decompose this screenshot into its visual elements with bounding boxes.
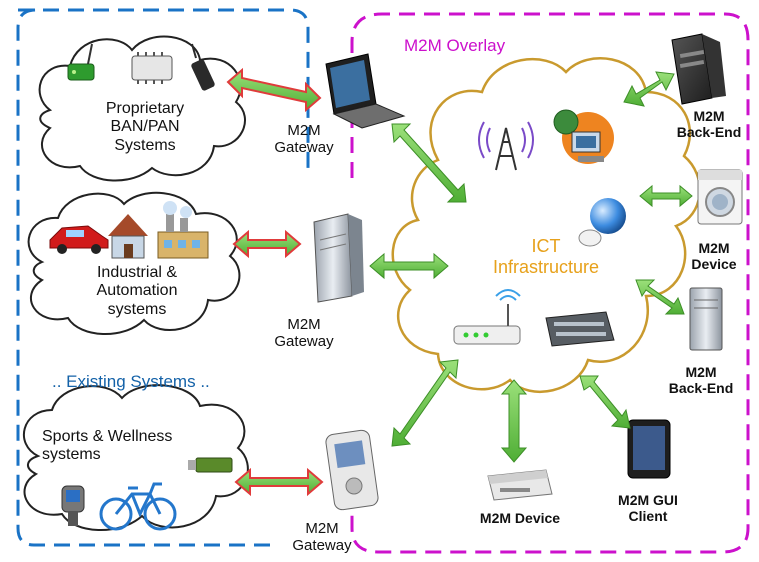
m2m-link-handheld-ict [391, 359, 459, 447]
network-workstation-icon [553, 109, 614, 164]
handheld-gateway-icon [325, 429, 379, 511]
device-right-line-1: M2M [698, 240, 730, 256]
wifi-router-icon [453, 289, 521, 345]
sensor-mote-icon [67, 43, 95, 81]
gateway-top-line-2: Gateway [274, 139, 334, 157]
rack-device-icon [487, 469, 553, 501]
usb-stick-icon [188, 457, 233, 473]
m2m-link-backend-bottom [635, 279, 685, 315]
proprietary-line-2: BAN/PAN [110, 118, 180, 136]
backend-bottom-line-1: M2M [685, 364, 717, 380]
gui-client-line-1: M2M GUI [618, 492, 678, 508]
backend-bottom-label: M2M Back-End [656, 364, 746, 396]
laptop-gateway-icon [325, 53, 406, 129]
sports-line-1: Sports & Wellness [42, 428, 173, 445]
proprietary-cloud-label: Proprietary BAN/PAN Systems [70, 100, 220, 155]
gateway-top-line-1: M2M [287, 122, 321, 139]
backend-bottom-line-2: Back-End [668, 380, 734, 397]
m2m-link-backend-top [623, 71, 675, 107]
washing-machine-icon [697, 169, 743, 225]
server-gateway-icon [313, 213, 364, 303]
industrial-line-2: Automation [96, 282, 178, 300]
legacy-link-proprietary [226, 67, 322, 113]
house-icon [108, 214, 148, 259]
gateway-middle-line-1: M2M [287, 316, 321, 333]
gui-client-label: M2M GUI Client [606, 492, 690, 524]
industrial-line-1: Industrial & [96, 264, 178, 281]
m2m-link-server-ict [369, 252, 449, 280]
gui-client-line-2: Client [628, 508, 668, 525]
overlay-title: M2M Overlay [404, 36, 506, 55]
globe-mouse-icon [578, 198, 626, 247]
microchip-icon [131, 52, 173, 84]
ict-label-line-2: Infrastructure [492, 256, 600, 277]
red-car-icon [49, 225, 109, 254]
antenna-tower-icon [478, 121, 534, 171]
proprietary-line-1: Proprietary [105, 100, 185, 117]
industrial-cloud-label: Industrial & Automation systems [62, 264, 212, 319]
device-right-line-2: Device [691, 256, 737, 273]
factory-icon [157, 201, 209, 259]
sports-cloud-label: Sports & Wellness systems [42, 428, 192, 465]
m2m-link-laptop-ict [391, 123, 467, 203]
tower-server-icon [671, 33, 726, 105]
legacy-link-industrial [232, 229, 302, 259]
industrial-line-3: systems [107, 300, 167, 318]
tablet-icon [627, 419, 671, 479]
proprietary-line-3: Systems [114, 136, 176, 154]
gateway-middle-line-2: Gateway [274, 333, 334, 351]
bicycle-icon [99, 482, 177, 531]
gateway-label-middle: M2M Gateway [264, 316, 344, 351]
network-switch-icon [545, 311, 615, 347]
m2m-link-device-right [639, 184, 693, 208]
backend-top-line-2: Back-End [676, 124, 742, 141]
tower-server-icon-2 [689, 287, 723, 351]
sports-line-2: systems [42, 446, 101, 464]
legacy-link-sports [234, 467, 324, 497]
sports-watch-icon [61, 485, 85, 526]
existing-systems-title: .. Existing Systems .. [52, 372, 210, 391]
gateway-label-top: M2M Gateway [264, 122, 344, 157]
gateway-bottom-line-1: M2M [305, 520, 339, 537]
m2m-link-gui-client [579, 375, 631, 429]
walkie-talkie-icon [191, 43, 215, 91]
ict-infrastructure-cloud [391, 57, 701, 394]
ict-label-line-1: ICT [531, 236, 561, 256]
existing-systems-boundary [16, 8, 310, 547]
m2m-overlay-boundary [350, 12, 750, 554]
backend-top-line-1: M2M [693, 108, 725, 124]
ict-label: ICT Infrastructure [476, 236, 616, 277]
device-bottom-label: M2M Device [479, 510, 561, 526]
m2m-link-device-bottom [500, 379, 528, 463]
device-right-label: M2M Device [674, 240, 754, 272]
backend-top-label: M2M Back-End [664, 108, 754, 140]
gateway-bottom-line-2: Gateway [292, 537, 352, 555]
gateway-label-bottom: M2M Gateway [282, 520, 362, 555]
